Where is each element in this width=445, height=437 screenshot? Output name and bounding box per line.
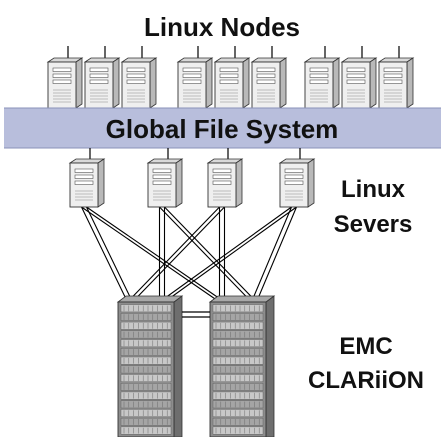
server-tower-icon xyxy=(303,46,341,109)
emc-label: EMC xyxy=(339,333,392,360)
clariion-label: CLARiiON xyxy=(308,367,424,394)
server-icon xyxy=(68,148,106,208)
server-tower-icon xyxy=(250,46,288,109)
linux-servers-group xyxy=(68,148,316,208)
linux-servers-label-line2: Severs xyxy=(334,211,413,238)
global-file-system-band: Global File System xyxy=(4,107,441,149)
linux-nodes-group xyxy=(46,46,415,109)
server-tower-icon xyxy=(46,46,84,109)
server-icon xyxy=(278,148,316,208)
server-tower-icon xyxy=(377,46,415,109)
storage-rack-icon xyxy=(208,295,276,437)
linux-servers-label-line1: Linux xyxy=(341,176,406,203)
emc-clariion-storage-group xyxy=(116,295,276,437)
server-tower-icon xyxy=(83,46,121,109)
server-icon xyxy=(206,148,244,208)
server-tower-icon xyxy=(120,46,158,109)
linux-nodes-label: Linux Nodes xyxy=(144,12,300,42)
storage-rack-icon xyxy=(116,295,184,437)
global-file-system-label: Global File System xyxy=(106,114,339,144)
server-tower-icon xyxy=(176,46,214,109)
server-tower-icon xyxy=(340,46,378,109)
server-icon xyxy=(146,148,184,208)
server-tower-icon xyxy=(213,46,251,109)
fibre-channel-cables xyxy=(81,206,298,303)
